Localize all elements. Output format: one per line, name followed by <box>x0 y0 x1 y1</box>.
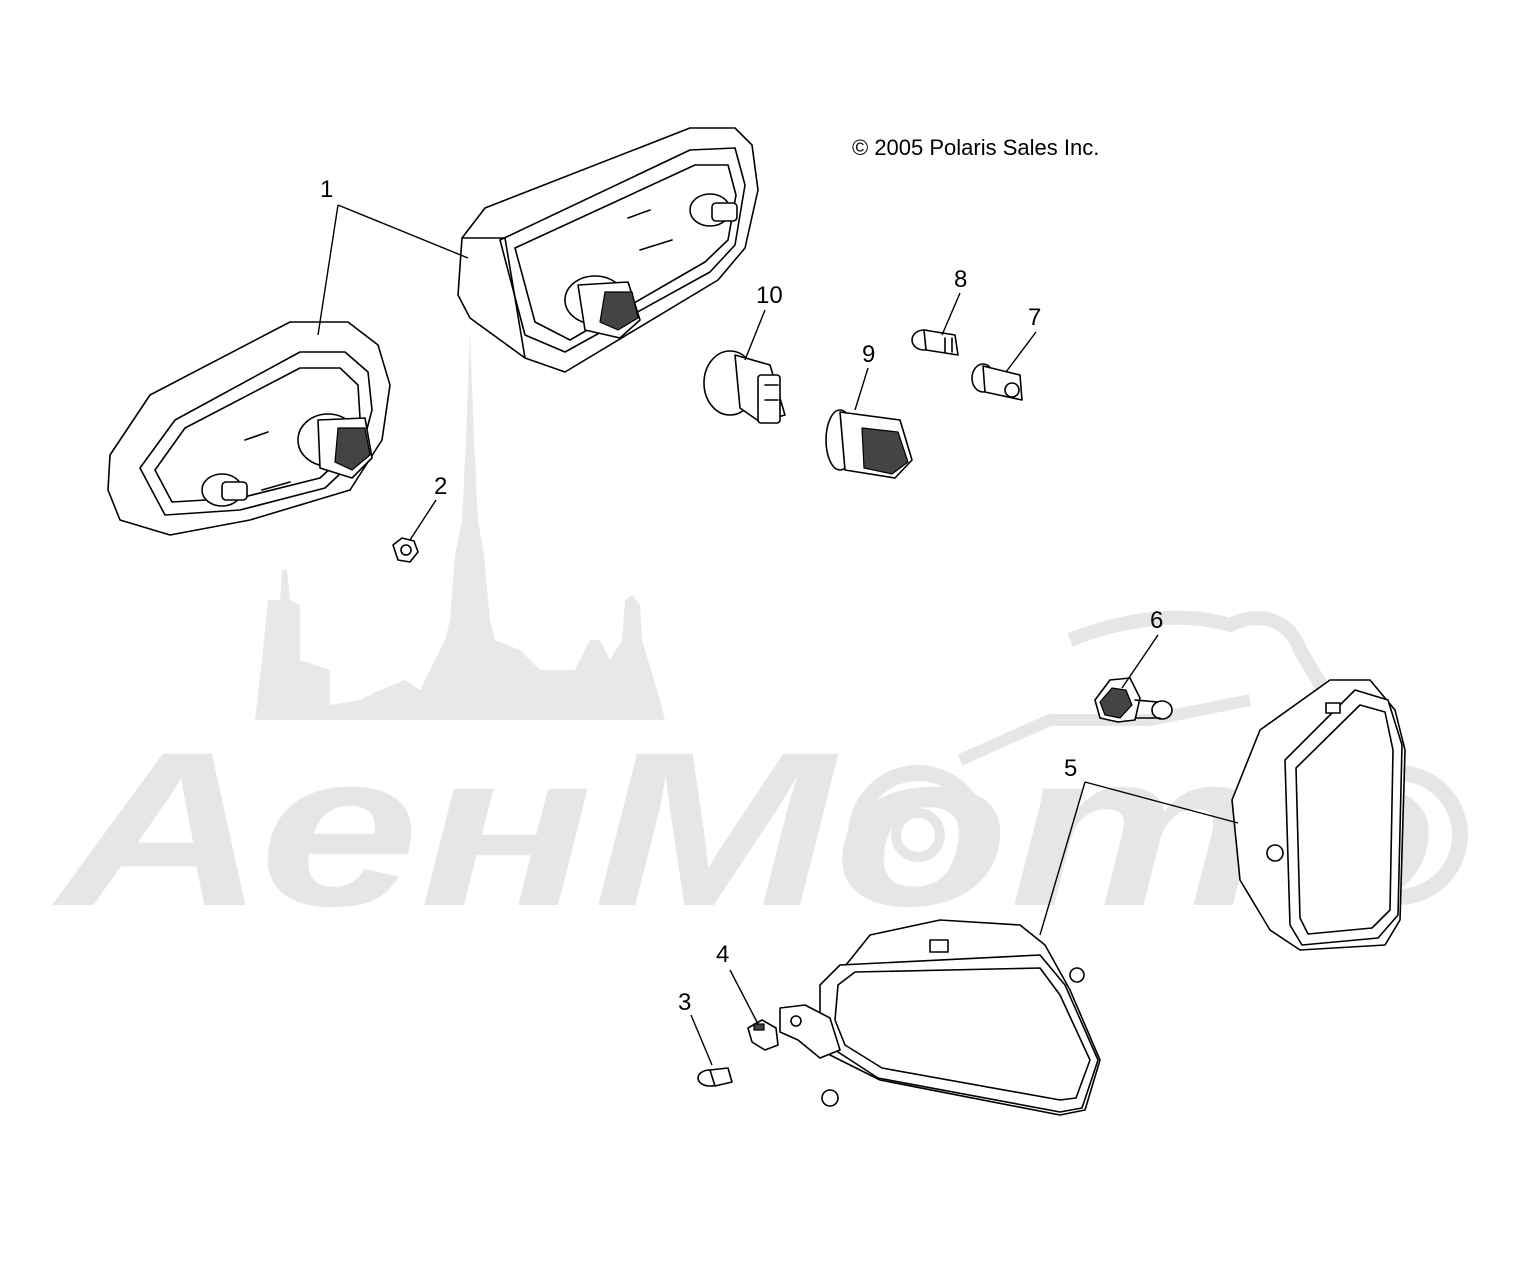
watermark-text: АенМото <box>51 706 1438 952</box>
nut <box>392 537 419 563</box>
callout-labels: 1 2 3 4 5 6 7 8 9 10 <box>320 176 1163 1016</box>
callout-10: 10 <box>756 282 783 309</box>
callout-6: 6 <box>1150 607 1163 634</box>
tail-bulb <box>703 350 786 424</box>
callout-3: 3 <box>678 989 691 1016</box>
watermark-skyline <box>255 330 665 720</box>
copyright-text: © 2005 Polaris Sales Inc. <box>852 135 1099 160</box>
headlight-right <box>1231 679 1406 951</box>
watermark: АенМото <box>51 330 1468 952</box>
callout-1: 1 <box>320 176 333 203</box>
leader-lines <box>317 204 1239 1066</box>
socket-large <box>825 409 913 479</box>
callout-2: 2 <box>434 473 447 500</box>
callout-8: 8 <box>954 266 967 293</box>
headlight-left <box>779 919 1101 1116</box>
callout-5: 5 <box>1064 755 1077 782</box>
socket-small <box>971 363 1023 401</box>
callout-9: 9 <box>862 341 875 368</box>
tail-lamp-upper <box>457 127 759 373</box>
callout-7: 7 <box>1028 304 1041 331</box>
callout-4: 4 <box>716 941 729 968</box>
headlight-bulb <box>1094 677 1173 723</box>
small-bulb <box>911 329 959 356</box>
screw <box>697 1067 733 1087</box>
tail-lamp-lower <box>107 321 391 536</box>
clip <box>747 1019 779 1051</box>
